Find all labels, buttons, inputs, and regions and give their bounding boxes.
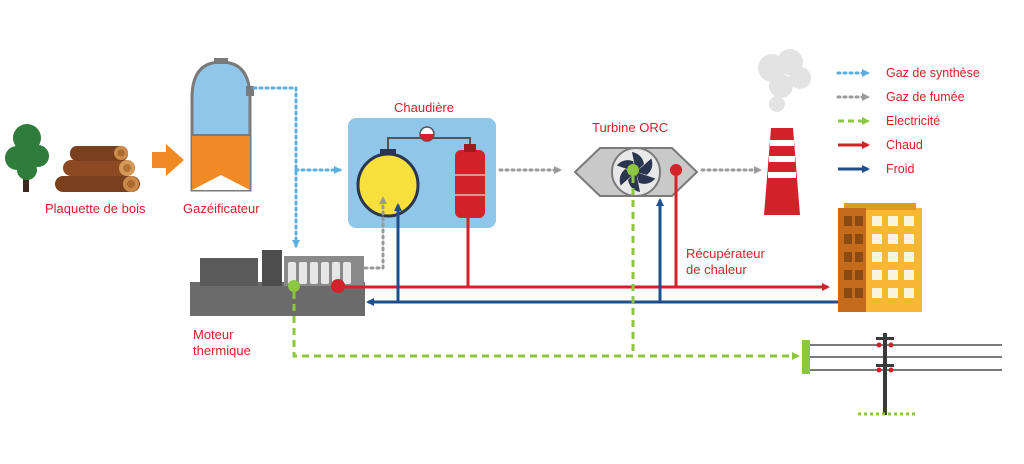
- smoke-icon: [758, 49, 811, 112]
- svg-text:Electricité: Electricité: [886, 114, 940, 128]
- recuperator-label-line2: de chaleur: [686, 262, 747, 277]
- legend-item-electricity: Electricité: [838, 114, 940, 128]
- feed-arrow-icon: [152, 144, 184, 176]
- turbine-label: Turbine ORC: [592, 120, 668, 135]
- legend-item-syngas: Gaz de synthèse: [836, 66, 980, 80]
- svg-text:Chaud: Chaud: [886, 138, 923, 152]
- legend-item-cold: Froid: [838, 162, 915, 176]
- power-grid-icon: [802, 333, 1002, 416]
- engine-label-line1: Moteur: [193, 327, 234, 342]
- flue-line-to-boiler: [363, 196, 387, 270]
- engine-label-line2: thermique: [193, 343, 251, 358]
- legend-item-flue-gas: Gaz de fumée: [836, 90, 965, 104]
- boiler-unit: [348, 118, 496, 228]
- recuperator-label-line1: Récupérateur: [686, 246, 765, 261]
- svg-text:Froid: Froid: [886, 162, 915, 176]
- gasifier-icon: [190, 58, 254, 192]
- wood-logs-icon: [55, 146, 140, 192]
- building-icon: [838, 203, 922, 312]
- turbine-icon: [573, 147, 699, 197]
- gasifier-label: Gazéificateur: [183, 201, 260, 216]
- electric-line-engine: [292, 292, 800, 360]
- chimney-icon: [764, 128, 800, 215]
- svg-text:Gaz de fumée: Gaz de fumée: [886, 90, 965, 104]
- engine-icon: [190, 250, 365, 316]
- boiler-label: Chaudière: [394, 100, 454, 115]
- legend-item-hot: Chaud: [838, 138, 923, 152]
- syngas-line-to-engine: [252, 86, 300, 248]
- wood-label: Plaquette de bois: [45, 201, 146, 216]
- svg-text:Gaz de synthèse: Gaz de synthèse: [886, 66, 980, 80]
- legend: Gaz de synthèse Gaz de fumée Electricité…: [836, 66, 980, 176]
- tree-icon: [5, 124, 49, 192]
